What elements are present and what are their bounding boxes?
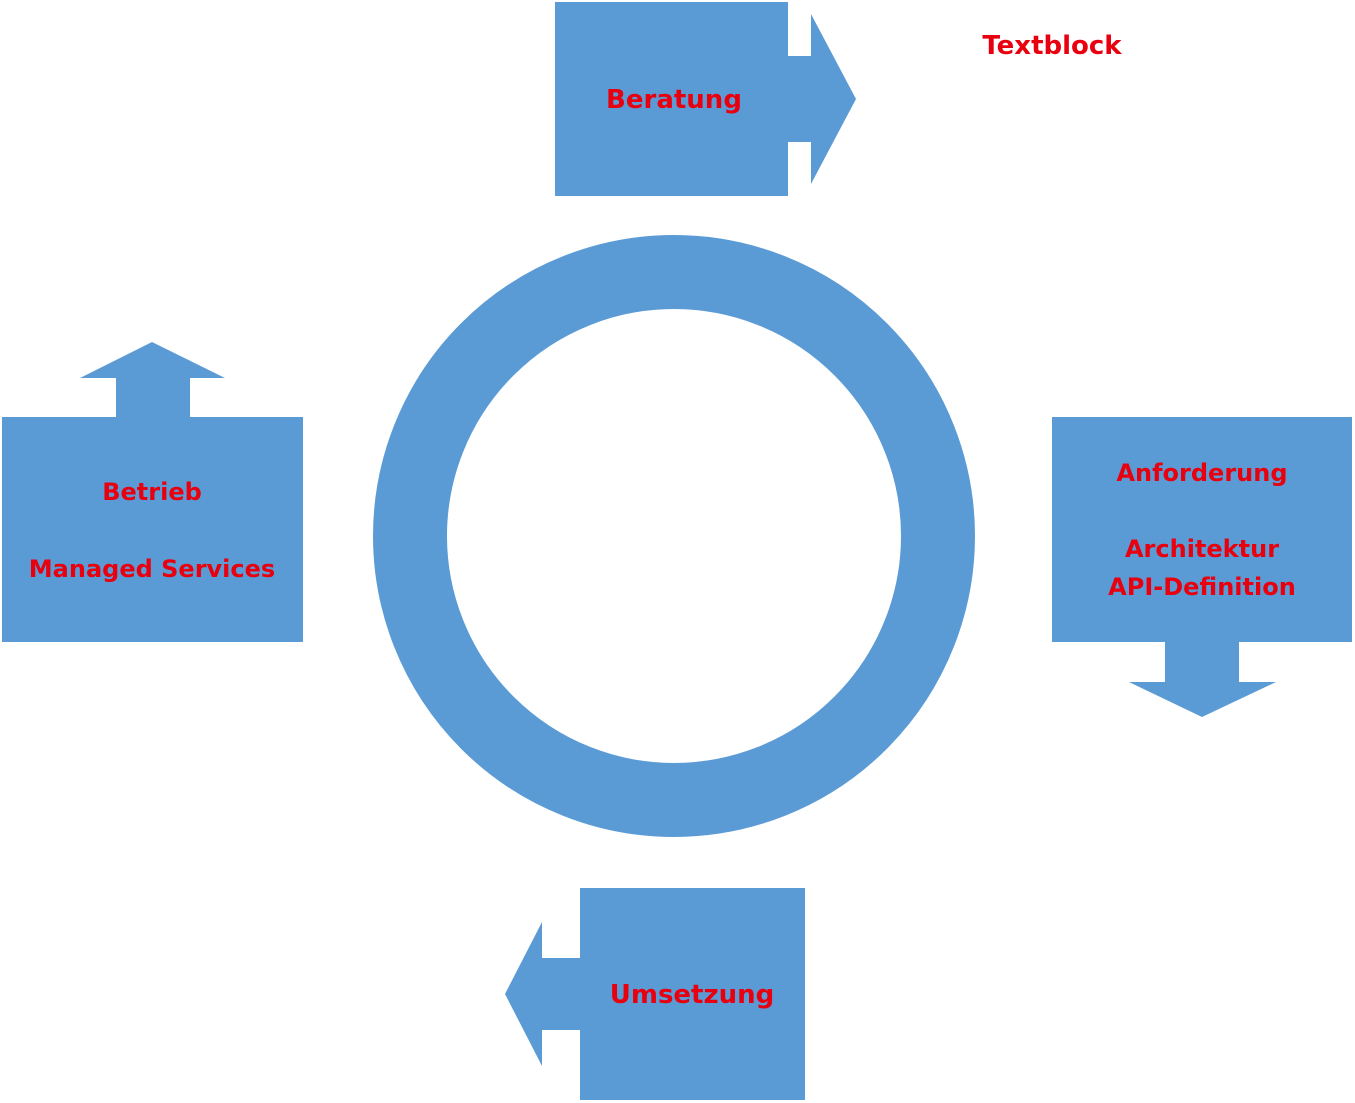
beratung-label: Beratung (606, 85, 742, 115)
api-definition-label: API-Definition (1108, 573, 1296, 601)
anforderung-arrow-box (1052, 417, 1352, 717)
betrieb-arrow-box (2, 342, 303, 642)
managed-services-label: Managed Services (29, 555, 275, 583)
architektur-label: Architektur (1125, 535, 1279, 563)
betrieb-label: Betrieb (102, 478, 202, 506)
textblock-label: Textblock (982, 31, 1122, 61)
anforderung-label: Anforderung (1116, 459, 1287, 487)
cycle-ring (373, 235, 975, 837)
beratung-arrow-box (555, 2, 856, 196)
umsetzung-arrow-box (505, 888, 805, 1100)
umsetzung-label: Umsetzung (610, 980, 775, 1010)
